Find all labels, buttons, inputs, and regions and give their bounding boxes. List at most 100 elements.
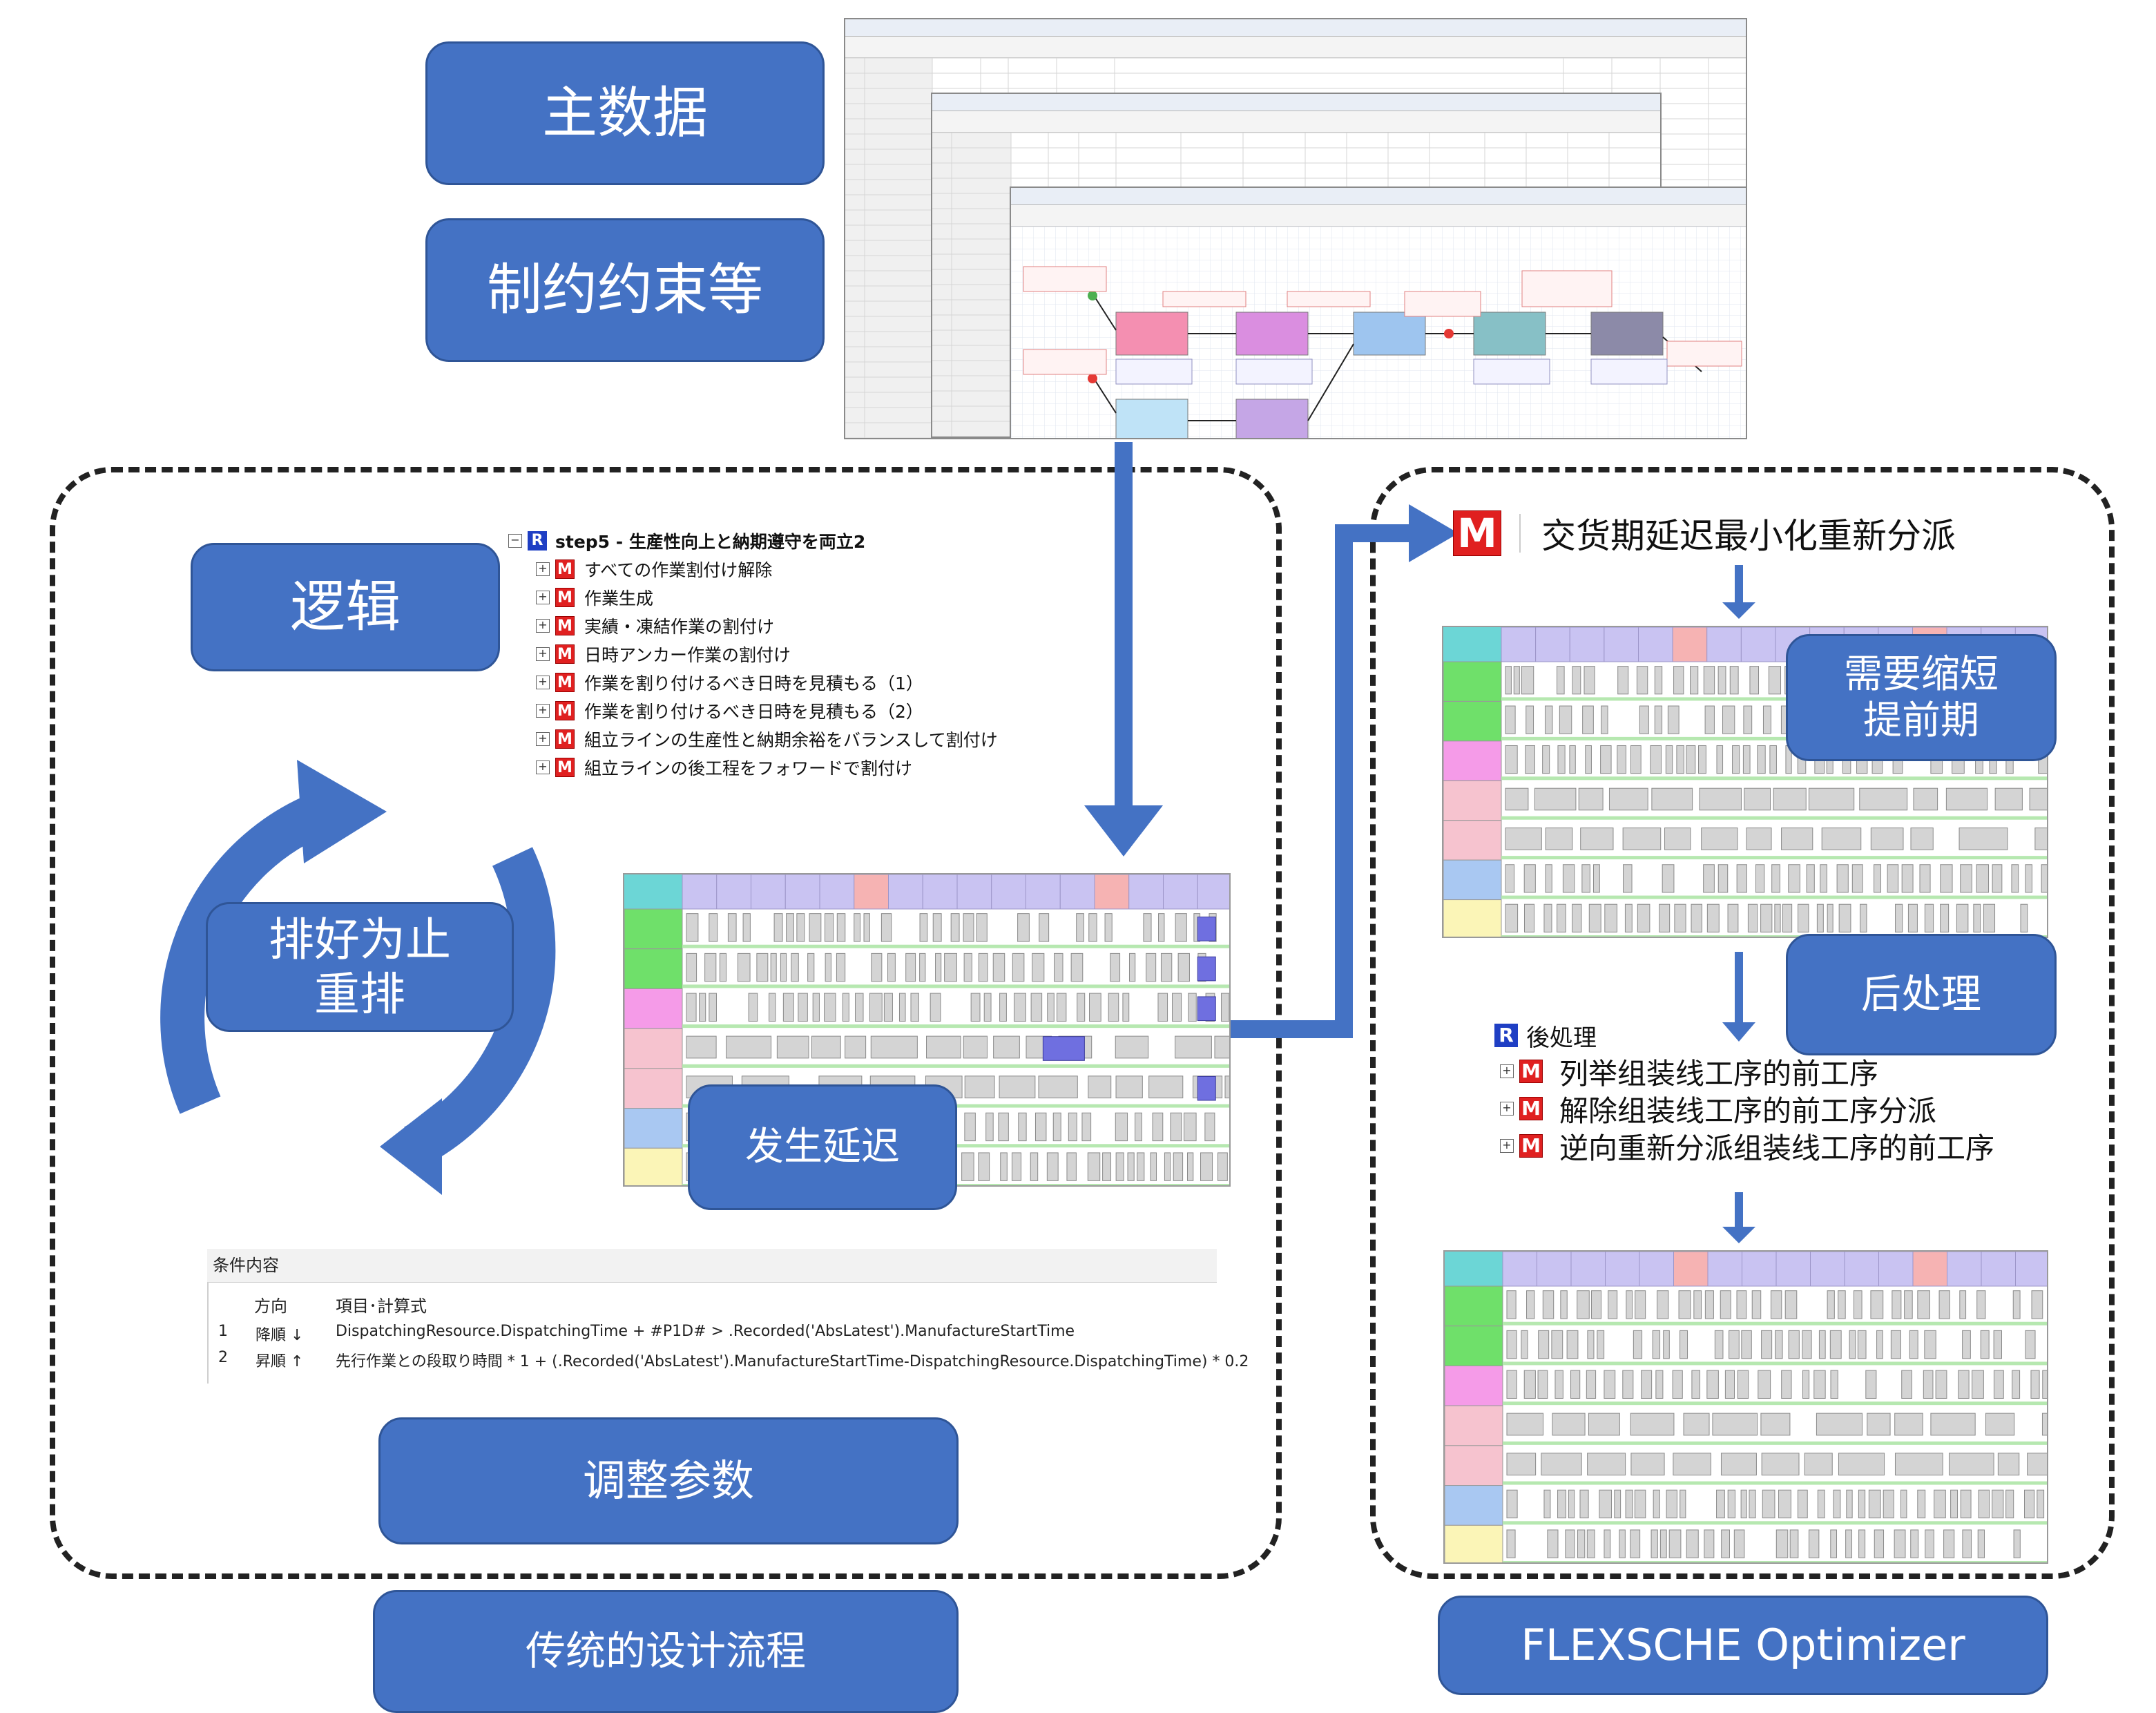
loop-arrowhead-left: [297, 760, 387, 863]
condition-col-formula: 項目･計算式: [336, 1296, 427, 1316]
logic-tree-item-label: 作業生成: [584, 588, 654, 609]
logic-tree-item-label: 作業を割り付けるべき日時を見積もる（2）: [584, 701, 923, 722]
reschedule-label-2: 重排: [314, 968, 405, 1021]
condition-row[interactable]: 2 昇順 ↑ 先行作業との段取り時間 * 1 + (.Recorded('Abs…: [218, 1349, 1249, 1370]
elbow-arrow-head: [1409, 504, 1459, 562]
process-editor-window: [1010, 186, 1747, 439]
reschedule-box: 排好为止 重排: [206, 902, 514, 1032]
logic-tree-item[interactable]: + M 作業生成: [508, 583, 1033, 611]
expand-icon[interactable]: +: [536, 760, 550, 774]
optimizer-frame: [1370, 467, 2115, 1579]
expand-icon[interactable]: +: [536, 703, 550, 718]
master-data-label: 主数据: [542, 81, 708, 145]
row-number: 2: [218, 1349, 228, 1366]
row-formula: DispatchingResource.DispatchingTime + #P…: [336, 1323, 1075, 1340]
row-number: 1: [218, 1323, 228, 1340]
method-m-icon: M: [555, 700, 575, 720]
expand-icon[interactable]: +: [536, 562, 550, 576]
shorten-label-1: 需要缩短: [1844, 651, 1999, 697]
expand-icon[interactable]: +: [536, 590, 550, 604]
rule-r-icon: R: [1494, 1024, 1518, 1047]
row-direction: 昇順 ↑: [256, 1353, 304, 1370]
delay-label: 发生延迟: [745, 1125, 900, 1170]
adjust-params-box: 调整参数: [378, 1417, 959, 1544]
post-tree-item-label: 解除组装线工序的前工序分派: [1559, 1093, 1937, 1128]
logic-tree-item-label: すべての作業割付け解除: [584, 559, 773, 580]
logic-tree: − R step5 - 生産性向上と納期遵守を両立2 + M すべての作業割付け解除…: [508, 526, 1033, 781]
window-titlebar: [845, 19, 1746, 37]
method-m-icon: M: [1519, 1134, 1543, 1158]
traditional-process-box: 传统的设计流程: [373, 1590, 959, 1713]
condition-col-direction: 方向: [254, 1296, 287, 1316]
expand-icon[interactable]: +: [536, 618, 550, 633]
expand-icon[interactable]: +: [1500, 1102, 1514, 1116]
logic-tree-item[interactable]: + M 作業を割り付けるべき日時を見積もる（1）: [508, 668, 1033, 696]
loop-arrow-right: [403, 847, 556, 1167]
down-arrow-shaft: [1115, 442, 1133, 808]
process-node: [1473, 312, 1546, 356]
method-m-icon: M: [555, 587, 575, 607]
optimizer-header-label: 交货期延迟最小化重新分派: [1541, 516, 1956, 556]
method-m-icon: M: [555, 672, 575, 692]
collapse-icon[interactable]: −: [508, 533, 522, 548]
traditional-process-label: 传统的设计流程: [525, 1627, 806, 1675]
logic-tree-root-label: step5 - 生産性向上と納期遵守を両立2: [555, 531, 866, 552]
gantt-right-top: [1442, 626, 2048, 938]
logic-tree-item-label: 日時アンカー作業の割付け: [584, 644, 791, 665]
master-data-box: 主数据: [425, 41, 825, 185]
shorten-label-2: 提前期: [1863, 698, 1979, 743]
condition-panel: 条件内容 方向 項目･計算式 1 降順 ↓ DispatchingResourc…: [207, 1249, 1249, 1384]
condition-title: 条件内容: [207, 1249, 1217, 1283]
post-tree-root[interactable]: R 後処理: [1494, 1018, 2102, 1053]
expand-icon[interactable]: +: [1500, 1064, 1514, 1078]
expand-icon[interactable]: +: [536, 675, 550, 689]
method-m-icon: M: [1453, 510, 1501, 556]
delay-box: 发生延迟: [688, 1084, 957, 1210]
small-down-arrow: [1722, 602, 1755, 619]
process-node: [1115, 312, 1188, 356]
post-processing-box: 后处理: [1786, 934, 2057, 1055]
method-m-icon: M: [555, 644, 575, 664]
constraints-box: 制约约束等: [425, 218, 825, 362]
expand-icon[interactable]: +: [1500, 1139, 1514, 1153]
shorten-leadtime-box: 需要缩短 提前期: [1786, 634, 2057, 761]
expand-icon[interactable]: +: [536, 647, 550, 661]
post-processing-label: 后处理: [1860, 970, 1981, 1018]
window-titlebar: [1011, 188, 1746, 205]
row-direction: 降順 ↓: [256, 1327, 304, 1344]
logic-label: 逻辑: [290, 575, 401, 639]
logic-tree-item-label: 組立ラインの生産性と納期余裕をバランスして割付け: [584, 729, 998, 750]
process-node: [1115, 399, 1188, 438]
logic-box: 逻辑: [191, 543, 500, 671]
logic-tree-item-label: 作業を割り付けるべき日時を見積もる（1）: [584, 673, 923, 693]
elbow-arrow-shaft: [1231, 524, 1414, 1038]
small-down-arrow: [1722, 1022, 1755, 1042]
logic-tree-item[interactable]: + M 作業を割り付けるべき日時を見積もる（2）: [508, 696, 1033, 725]
logic-tree-item-label: 組立ラインの後工程をフォワードで割付け: [584, 758, 913, 778]
logic-tree-item[interactable]: + M すべての作業割付け解除: [508, 555, 1033, 583]
loop-arrowhead-right: [380, 1098, 442, 1195]
constraints-label: 制约约束等: [487, 258, 763, 322]
method-m-icon: M: [555, 559, 575, 579]
small-down-arrow: [1722, 1227, 1755, 1243]
adjust-params-label: 调整参数: [582, 1455, 754, 1506]
down-arrow-head: [1084, 805, 1163, 856]
optimizer-header: M 交货期延迟最小化重新分派: [1453, 504, 2075, 562]
logic-tree-item[interactable]: + M 日時アンカー作業の割付け: [508, 640, 1033, 668]
post-tree-item-label: 逆向重新分派组装线工序的前工序: [1559, 1131, 1995, 1165]
rule-r-icon: R: [528, 530, 547, 551]
post-tree-item[interactable]: + M 逆向重新分派组装线工序的前工序: [1494, 1127, 2102, 1165]
logic-tree-item-label: 実績・凍結作業の割付け: [584, 616, 775, 637]
expand-icon[interactable]: +: [536, 731, 550, 746]
method-m-icon: M: [1519, 1060, 1543, 1083]
condition-row[interactable]: 1 降順 ↓ DispatchingResource.DispatchingTi…: [218, 1323, 1213, 1344]
logic-tree-root[interactable]: − R step5 - 生産性向上と納期遵守を両立2: [508, 526, 1033, 555]
